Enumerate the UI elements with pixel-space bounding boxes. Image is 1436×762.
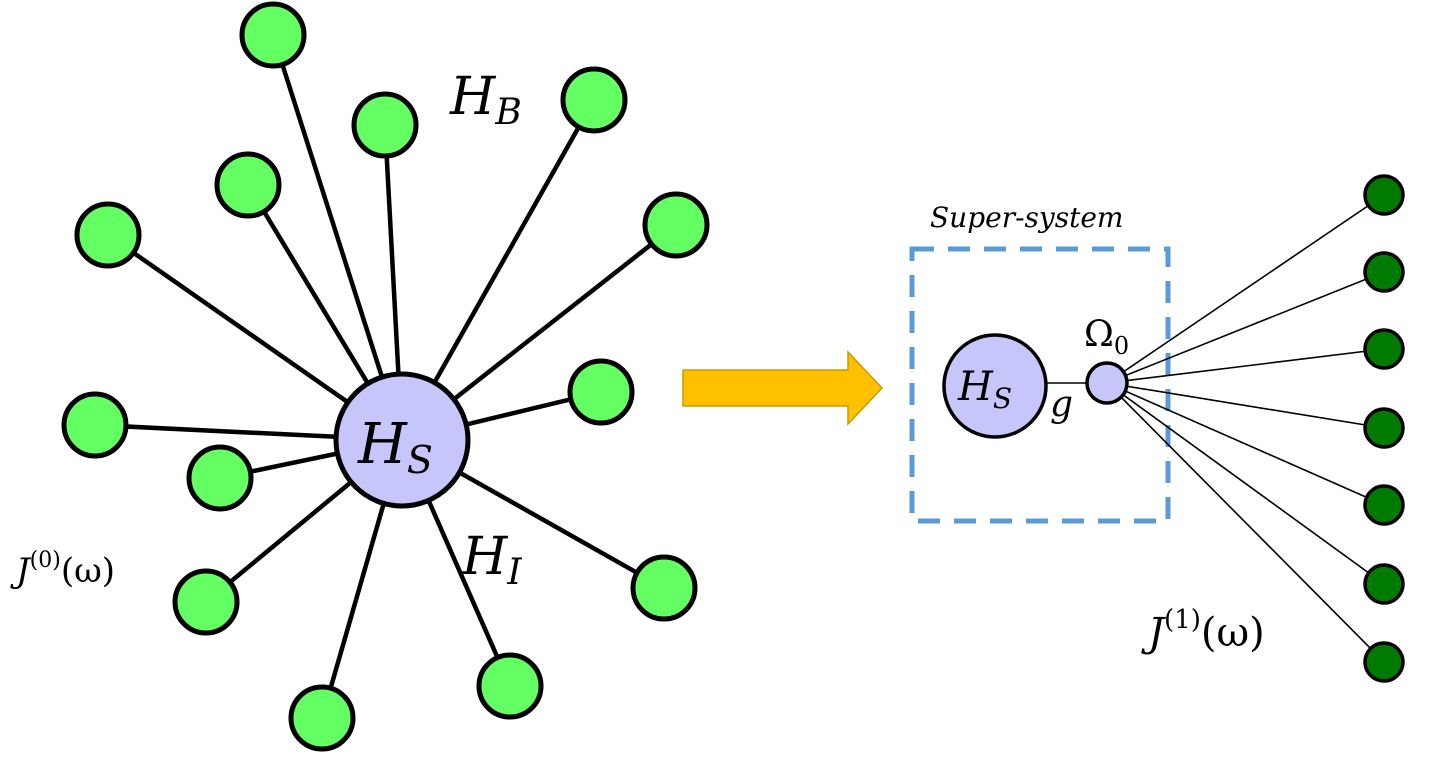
bath-mode-node xyxy=(560,66,628,134)
super-system-label: Super-system xyxy=(930,201,1123,234)
bath-mode-node xyxy=(186,444,254,512)
bath-mode-node xyxy=(239,1,307,69)
residual-coupling-edge xyxy=(1106,194,1385,384)
residual-coupling-edge xyxy=(1106,382,1385,585)
residual-bath-mode-node xyxy=(1363,563,1405,605)
residual-bath-mode-node xyxy=(1363,251,1405,293)
mapped-spectral-density-label: J(1)(ω) xyxy=(1141,605,1265,656)
residual-bath-mode-node xyxy=(1363,484,1405,526)
residual-bath-mode-node xyxy=(1363,641,1405,683)
coupling-edge xyxy=(270,34,405,441)
residual-coupling-edge xyxy=(1106,382,1385,429)
initial-spectral-density-label: J(0)(ω) xyxy=(10,548,115,591)
residual-bath-modes xyxy=(1363,174,1405,683)
residual-coupling-edge xyxy=(1106,348,1385,384)
residual-bath-mode-node xyxy=(1363,174,1405,216)
residual-bath-mode-node xyxy=(1363,328,1405,370)
bath-mode-node xyxy=(630,554,698,622)
residual-coupling-edge xyxy=(1106,271,1385,384)
bath-mode-node xyxy=(567,358,635,426)
coupling-label: g xyxy=(1050,384,1073,425)
mode-frequency-label: Ω0 xyxy=(1084,314,1129,360)
bath-mode-node xyxy=(351,91,419,159)
super-system-node xyxy=(942,333,1048,439)
super-system-box xyxy=(909,246,1171,524)
residual-bath-edges xyxy=(1106,194,1385,663)
bath-mode-node xyxy=(61,391,129,459)
star-bath-modes xyxy=(61,1,710,752)
system-node xyxy=(333,371,471,509)
residual-coupling-edge xyxy=(1106,382,1385,663)
bath-mode-node xyxy=(288,684,356,752)
reaction-coordinate-node xyxy=(1085,361,1129,405)
bath-mode-node xyxy=(172,568,240,636)
residual-bath-mode-node xyxy=(1363,407,1405,449)
bath-mode-node xyxy=(476,652,544,720)
system-label: HS xyxy=(357,412,433,482)
residual-coupling-edge xyxy=(1106,382,1385,506)
bath-hamiltonian-label: HB xyxy=(449,67,522,133)
bath-mode-node xyxy=(74,201,142,269)
interaction-hamiltonian-label: HI xyxy=(461,527,522,593)
mapping-arrow xyxy=(682,350,884,426)
bath-mode-node xyxy=(642,191,710,259)
super-system-system-label: HS xyxy=(957,364,1012,415)
bath-mode-node xyxy=(214,151,282,219)
